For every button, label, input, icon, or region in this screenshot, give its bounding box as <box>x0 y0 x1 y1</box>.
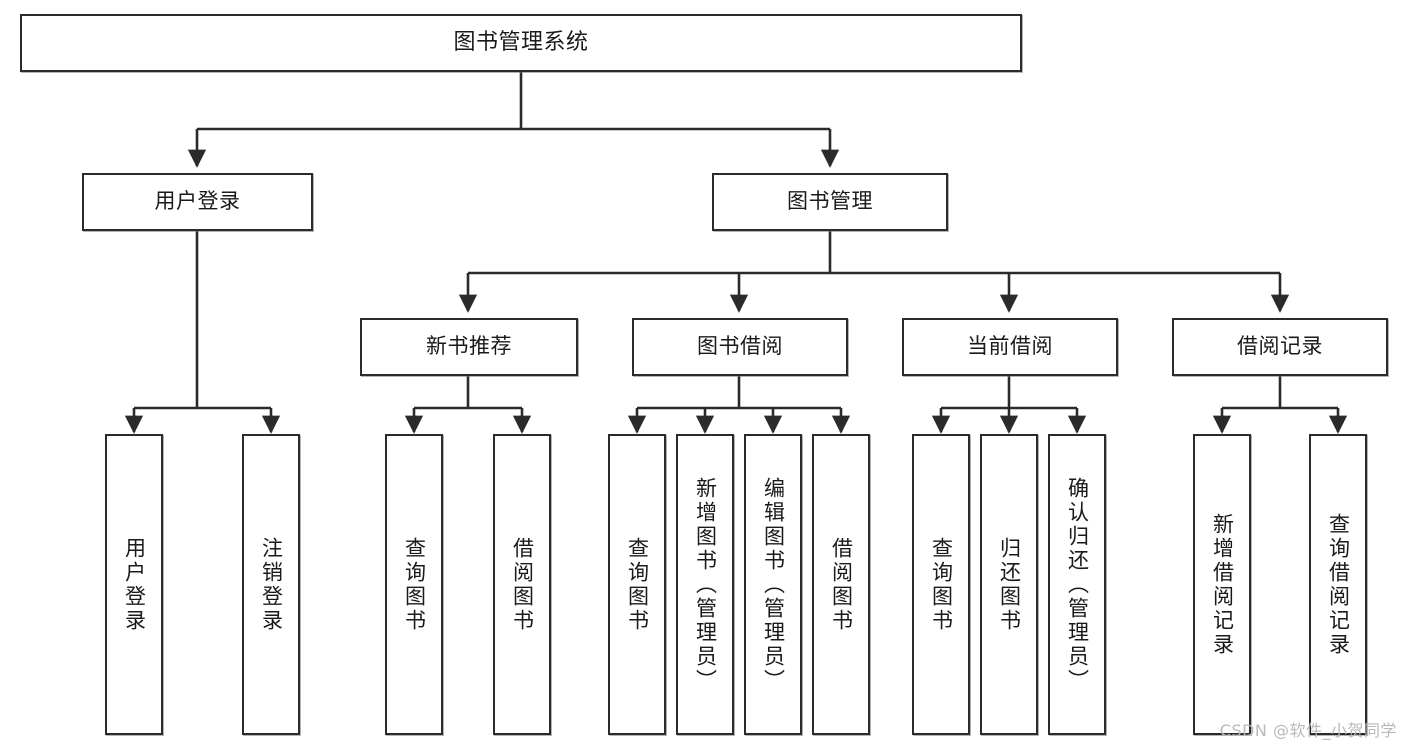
node-book-manage[interactable]: 图书管理 <box>712 173 948 231</box>
node-book-borrow[interactable]: 图书借阅 <box>632 318 848 376</box>
node-user-login[interactable]: 用户登录 <box>82 173 313 231</box>
node-leaf-borrow-book-1[interactable]: 借阅图书 <box>493 434 551 735</box>
node-label: 图书借阅 <box>697 334 783 359</box>
node-label: 注销登录 <box>259 536 284 633</box>
node-label: 归还图书 <box>997 536 1022 633</box>
node-leaf-user-login[interactable]: 用户登录 <box>105 434 163 735</box>
node-leaf-return-book[interactable]: 归还图书 <box>980 434 1038 735</box>
node-label: 查询图书 <box>929 536 954 633</box>
node-label: 新书推荐 <box>426 334 512 359</box>
node-label: 图书管理系统 <box>453 29 589 55</box>
node-label: 查询借阅记录 <box>1326 512 1351 657</box>
node-label: 查询图书 <box>625 536 650 633</box>
node-label: 编辑图书（管理员） <box>761 476 786 693</box>
node-label: 当前借阅 <box>967 334 1053 359</box>
node-label: 用户登录 <box>154 189 241 214</box>
node-leaf-logout[interactable]: 注销登录 <box>242 434 300 735</box>
node-leaf-query-book-1[interactable]: 查询图书 <box>385 434 443 735</box>
node-label: 查询图书 <box>402 536 427 633</box>
node-leaf-edit-book[interactable]: 编辑图书（管理员） <box>744 434 802 735</box>
node-leaf-query-book-2[interactable]: 查询图书 <box>608 434 666 735</box>
node-leaf-confirm-return[interactable]: 确认归还（管理员） <box>1048 434 1106 735</box>
watermark-text: CSDN @软件_小贺同学 <box>1219 721 1397 740</box>
node-leaf-query-record[interactable]: 查询借阅记录 <box>1309 434 1367 735</box>
node-leaf-add-record[interactable]: 新增借阅记录 <box>1193 434 1251 735</box>
node-leaf-query-book-3[interactable]: 查询图书 <box>912 434 970 735</box>
node-new-book-recommend[interactable]: 新书推荐 <box>360 318 578 376</box>
node-label: 新增图书（管理员） <box>693 476 718 693</box>
node-label: 借阅记录 <box>1237 334 1323 359</box>
node-leaf-borrow-book-2[interactable]: 借阅图书 <box>812 434 870 735</box>
node-label: 借阅图书 <box>510 536 535 633</box>
node-borrow-record[interactable]: 借阅记录 <box>1172 318 1388 376</box>
node-label: 新增借阅记录 <box>1210 512 1235 657</box>
node-label: 图书管理 <box>787 189 873 214</box>
node-leaf-add-book[interactable]: 新增图书（管理员） <box>676 434 734 735</box>
node-label: 确认归还（管理员） <box>1065 476 1090 693</box>
node-current-borrow[interactable]: 当前借阅 <box>902 318 1118 376</box>
node-label: 借阅图书 <box>829 536 854 633</box>
node-root-system[interactable]: 图书管理系统 <box>20 14 1022 72</box>
node-label: 用户登录 <box>122 536 147 633</box>
